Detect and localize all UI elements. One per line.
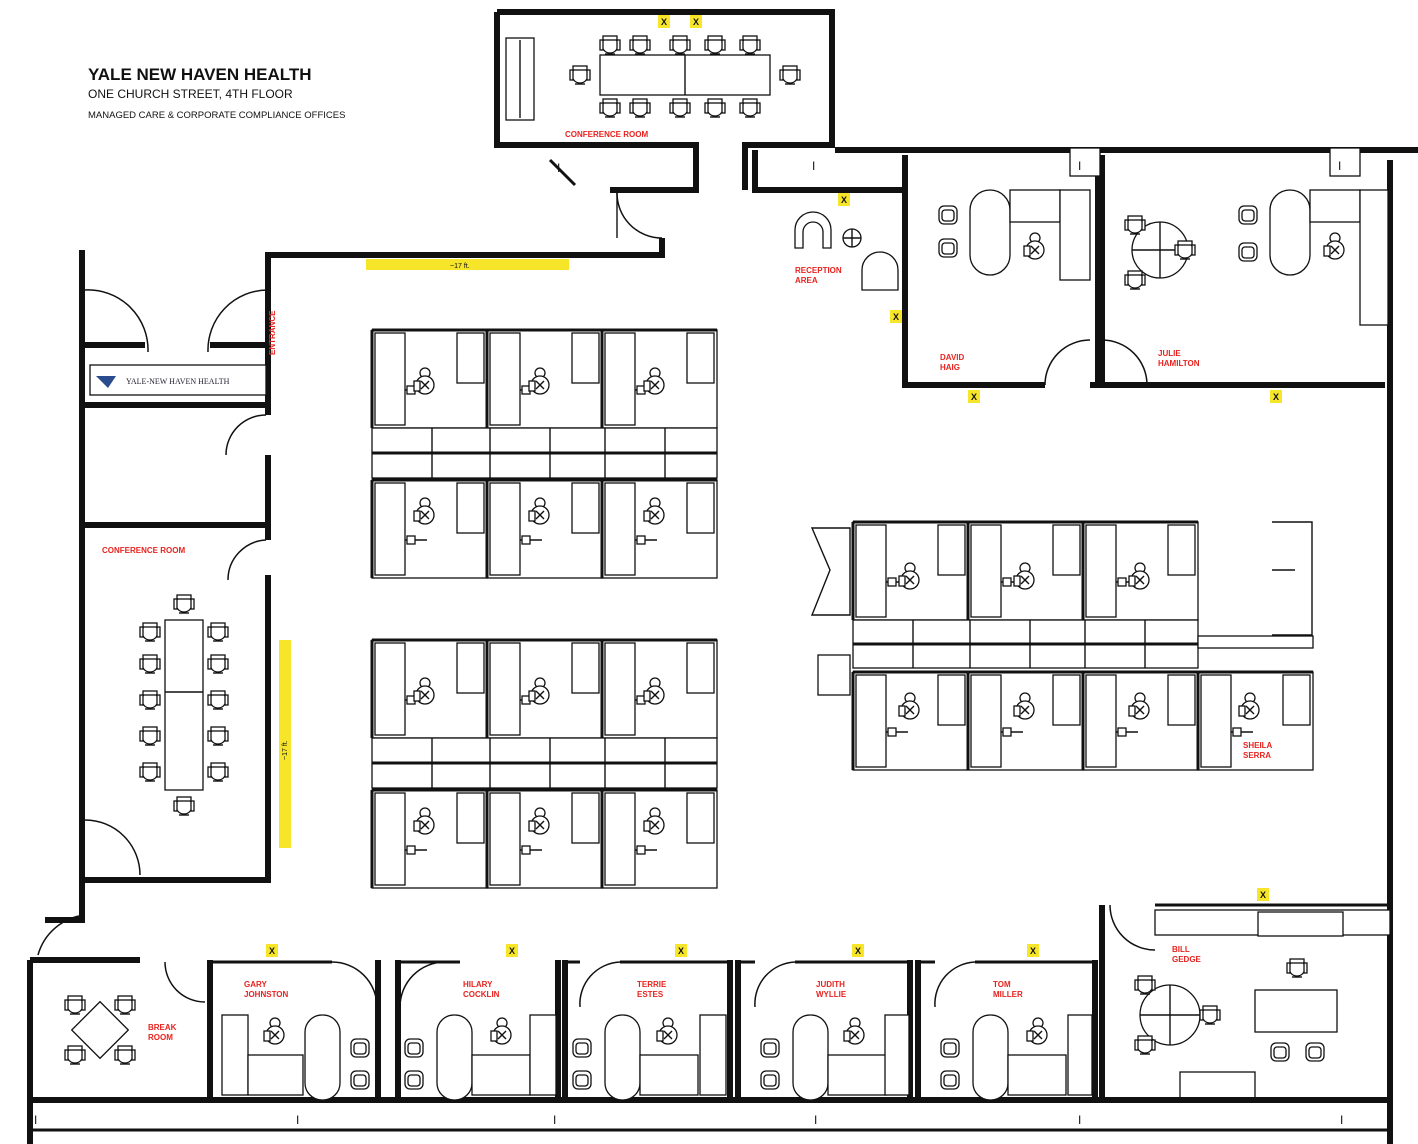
office-label-bill-2: GEDGE (1172, 955, 1202, 964)
svg-text:I: I (1078, 1113, 1081, 1127)
x-marker: X (890, 310, 902, 323)
office-label-julie-1: JULIE (1158, 349, 1181, 358)
bottom-offices (30, 960, 1390, 1132)
office-label-hilary-2: COCKLIN (463, 990, 500, 999)
top-dimension-label: ~17 ft. (450, 263, 470, 270)
workstations-lower (370, 638, 719, 890)
svg-text:I: I (34, 1113, 37, 1127)
office-label-bill-1: BILL (1172, 945, 1190, 954)
svg-text:X: X (509, 946, 515, 956)
office-label-hilary-1: HILARY (463, 980, 493, 989)
svg-text:X: X (693, 17, 699, 27)
outer-walls (27, 147, 1418, 1144)
svg-text:X: X (971, 392, 977, 402)
office-label-terrie-1: TERRIE (637, 980, 667, 989)
left-conference-room: CONFERENCE ROOM ~17 ft. (102, 546, 291, 848)
break-room: BREAK ROOM (64, 961, 206, 1065)
svg-text:X: X (1030, 946, 1036, 956)
svg-text:X: X (1273, 392, 1279, 402)
office-bill-gedge: BILL GEDGE (1099, 903, 1391, 1103)
left-conference-label: CONFERENCE ROOM (102, 546, 185, 555)
top-columns: I I I (812, 147, 1361, 177)
entrance-doors: ENTRANCE YALE-NEW HAVEN HEALTH (37, 289, 277, 956)
department-text: MANAGED CARE & CORPORATE COMPLIANCE OFFI… (88, 110, 345, 121)
office-terrie-estes: TERRIE ESTES (572, 961, 727, 1101)
column-icon: I (557, 161, 560, 175)
top-conference-label: CONFERENCE ROOM (565, 130, 648, 139)
x-marker: X (266, 944, 278, 957)
address-text: ONE CHURCH STREET, 4TH FLOOR (88, 87, 293, 101)
office-label-judith-1: JUDITH (816, 980, 845, 989)
svg-text:I: I (1338, 159, 1341, 173)
office-gary-johnston: GARY JOHNSTON (221, 961, 378, 1101)
office-judith-wyllie: JUDITH WYLLIE (754, 961, 910, 1101)
x-marker: X (1027, 944, 1039, 957)
svg-text:I: I (553, 1113, 556, 1127)
left-dimension-label: ~17 ft. (282, 740, 289, 760)
break-room-label-2: ROOM (148, 1033, 173, 1042)
svg-text:X: X (678, 946, 684, 956)
office-label-tom-2: MILLER (993, 990, 1023, 999)
break-room-label-1: BREAK (148, 1023, 177, 1032)
office-label-sheila-1: SHEILA (1243, 741, 1273, 750)
x-marker: X (852, 944, 864, 957)
office-tom-miller: TOM MILLER (934, 961, 1093, 1101)
svg-text:X: X (893, 312, 899, 322)
x-marker: X (658, 15, 670, 28)
x-markers: X X X X X X X X X X X X (266, 15, 1282, 957)
svg-text:I: I (296, 1113, 299, 1127)
workstations-upper (370, 328, 719, 580)
x-marker: X (968, 390, 980, 403)
svg-text:X: X (1260, 890, 1266, 900)
office-david-haig: DAVID HAIG (902, 155, 1101, 388)
office-label-judith-2: WYLLIE (816, 990, 847, 999)
reception-label-1: RECEPTION (795, 266, 842, 275)
entrance-sign: YALE-NEW HAVEN HEALTH (126, 377, 230, 386)
top-conference-room: CONFERENCE ROOM I (494, 9, 835, 239)
svg-text:I: I (812, 159, 815, 173)
office-label-gary-1: GARY (244, 980, 267, 989)
office-hilary-cocklin: HILARY COCKLIN (399, 961, 557, 1101)
office-label-julie-2: HAMILTON (1158, 359, 1200, 368)
workstations-right: SHEILA SERRA (810, 520, 1315, 772)
svg-text:I: I (814, 1113, 817, 1127)
reception-area: RECEPTION AREA (794, 211, 899, 291)
svg-text:X: X (269, 946, 275, 956)
svg-text:X: X (855, 946, 861, 956)
reception-label-2: AREA (795, 276, 818, 285)
office-label-gary-2: JOHNSTON (244, 990, 289, 999)
svg-text:X: X (661, 17, 667, 27)
x-marker: X (838, 193, 850, 206)
svg-text:I: I (1078, 159, 1081, 173)
x-marker: X (1270, 390, 1282, 403)
x-marker: X (675, 944, 687, 957)
x-marker: X (1257, 888, 1269, 901)
office-label-david-2: HAIG (940, 363, 960, 372)
top-dimension-strip: ~17 ft. (366, 259, 569, 270)
office-julie-hamilton: JULIE HAMILTON (1099, 155, 1389, 388)
x-marker: X (506, 944, 518, 957)
entrance-label: ENTRANCE (268, 310, 277, 355)
office-label-sheila-2: SERRA (1243, 751, 1271, 760)
office-label-tom-1: TOM (993, 980, 1011, 989)
office-label-terrie-2: ESTES (637, 990, 664, 999)
org-title: YALE NEW HAVEN HEALTH (88, 65, 312, 84)
x-marker: X (690, 15, 702, 28)
svg-text:I: I (1340, 1113, 1343, 1127)
office-label-david-1: DAVID (940, 353, 965, 362)
bottom-columns: I I I I I I (34, 1113, 1343, 1127)
svg-text:X: X (841, 195, 847, 205)
